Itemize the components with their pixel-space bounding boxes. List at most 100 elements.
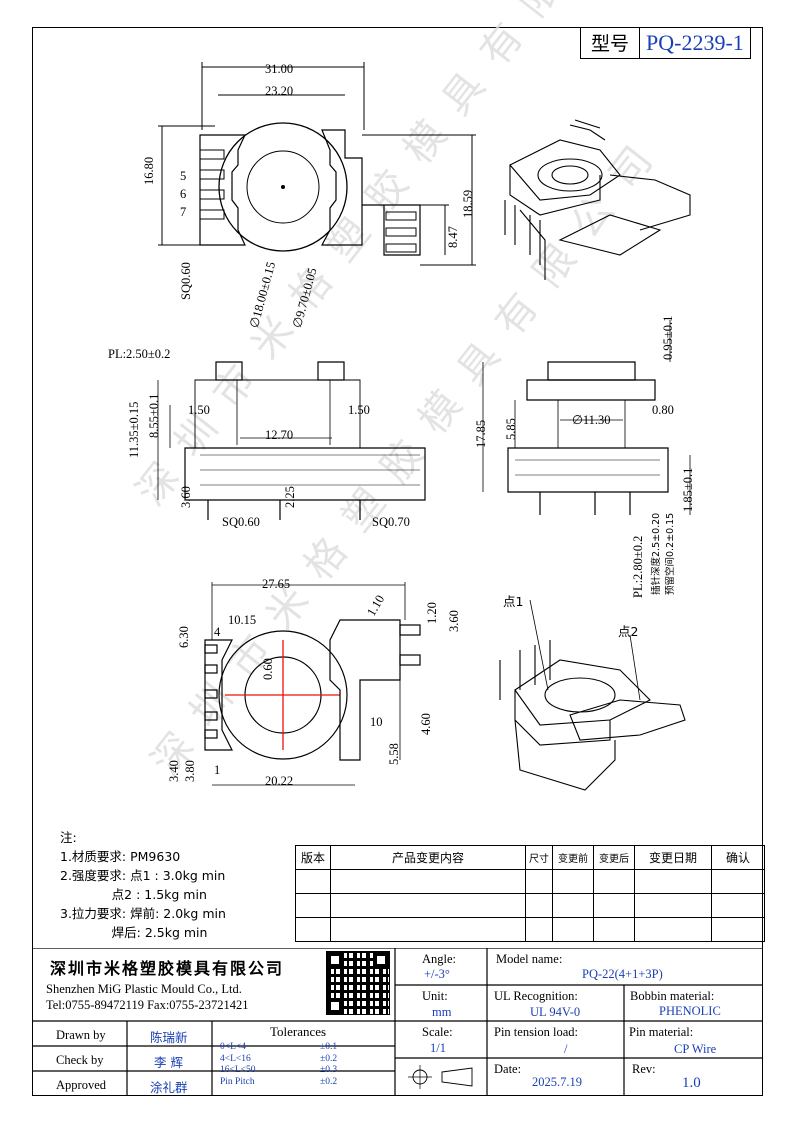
col-before: 变更前 bbox=[552, 845, 594, 870]
dim-18-59: 18.59 bbox=[461, 189, 475, 218]
dim-pl250: PL:2.50±0.2 bbox=[108, 347, 171, 361]
note-reserved-gap: 预留空间0.2±0.15 bbox=[665, 512, 676, 595]
unit-value: mm bbox=[432, 1005, 452, 1019]
check-by-label: Check by bbox=[56, 1053, 104, 1067]
type-label: 型号 bbox=[581, 27, 640, 58]
dim-1-50-right: 1.50 bbox=[348, 403, 370, 417]
dim-0-95: 0.95±0.1 bbox=[661, 315, 675, 360]
drawn-by-value: 陈瑞新 bbox=[150, 1030, 188, 1045]
model-value: PQ-22(4+1+3P) bbox=[582, 967, 663, 981]
dim-sq070-n: SQ0.70 bbox=[372, 515, 410, 529]
note-line-1: 1.材质要求: PM9630 bbox=[60, 849, 181, 864]
revision-row bbox=[295, 893, 765, 918]
bottom-view bbox=[204, 582, 421, 786]
dim-2-25: 2.25 bbox=[283, 486, 297, 508]
drawn-by-label: Drawn by bbox=[56, 1028, 106, 1042]
bobbin-label: Bobbin material: bbox=[630, 989, 715, 1003]
col-version: 版本 bbox=[295, 845, 331, 870]
title-block-grid bbox=[32, 948, 763, 1096]
technical-drawing bbox=[157, 62, 691, 791]
dim-5-58: 5.58 bbox=[387, 743, 401, 765]
dim-8-55: 8.55±0.1 bbox=[147, 393, 161, 438]
date-label: Date: bbox=[494, 1062, 522, 1076]
dim-dia11-30: ∅11.30 bbox=[572, 413, 611, 427]
col-confirm: 确认 bbox=[711, 845, 765, 870]
dim-5-85: 5.85 bbox=[504, 418, 518, 440]
approved-value: 涂礼群 bbox=[150, 1080, 188, 1095]
tol-value-3: ±0.3 bbox=[320, 1065, 338, 1075]
pin-tension-value: / bbox=[564, 1042, 568, 1056]
bobbin-value: PHENOLIC bbox=[659, 1004, 721, 1018]
check-by-value: 李 辉 bbox=[154, 1055, 183, 1070]
tolerance-values: ±0.1 ±0.2 ±0.3 ±0.2 bbox=[320, 1042, 337, 1088]
note-line-5: 焊后: 2.5kg min bbox=[60, 925, 208, 940]
col-change-content: 产品变更内容 bbox=[330, 845, 526, 870]
dim-3-60b: 3.60 bbox=[447, 610, 461, 632]
dim-sq060: SQ0.60 bbox=[179, 262, 193, 300]
point-2-label: 点2 bbox=[618, 624, 639, 639]
qr-code bbox=[326, 951, 390, 1015]
scale-value: 1/1 bbox=[430, 1041, 446, 1055]
pin-6: 6 bbox=[180, 187, 187, 201]
tol-range-1: 0<L<4 bbox=[220, 1042, 247, 1052]
tol-value-4: ±0.2 bbox=[320, 1076, 338, 1087]
note-line-3: 点2 : 1.5kg min bbox=[60, 887, 207, 902]
col-dimension: 尺寸 bbox=[525, 845, 553, 870]
col-after: 变更后 bbox=[593, 845, 635, 870]
revision-row bbox=[295, 917, 765, 942]
revision-table-header: 版本 产品变更内容 尺寸 变更前 变更后 变更日期 确认 bbox=[295, 845, 765, 870]
unit-label: Unit: bbox=[422, 989, 448, 1003]
dim-3-60: 3.60 bbox=[179, 486, 193, 508]
dim-3-80: 3.80 bbox=[183, 760, 197, 782]
angle-label: Angle: bbox=[422, 952, 457, 966]
drawing-frame bbox=[32, 27, 763, 1096]
dim-1-20: 1.20 bbox=[425, 602, 439, 624]
pin-4: 4 bbox=[214, 625, 221, 639]
revision-row bbox=[295, 869, 765, 894]
dim-20-22: 20.22 bbox=[265, 774, 294, 788]
ul-value: UL 94V-0 bbox=[530, 1005, 581, 1019]
tol-value-1: ±0.1 bbox=[320, 1042, 338, 1052]
dim-12-70: 12.70 bbox=[265, 428, 294, 442]
dim-17-85: 17.85 bbox=[474, 419, 488, 448]
col-change-date: 变更日期 bbox=[634, 845, 712, 870]
dim-1-85: 1.85±0.1 bbox=[681, 467, 695, 512]
dim-10-15: 10.15 bbox=[228, 613, 257, 627]
dim-1-50-left: 1.50 bbox=[188, 403, 210, 417]
part-number-box: 型号 PQ-2239-1 bbox=[580, 27, 751, 59]
dim-27-65: 27.65 bbox=[262, 577, 291, 591]
tol-value-2: ±0.2 bbox=[320, 1053, 338, 1064]
scale-label: Scale: bbox=[422, 1025, 453, 1039]
dim-0-80: 0.80 bbox=[652, 403, 674, 417]
dim-sq060-l: SQ0.60 bbox=[222, 515, 260, 529]
dim-0-60: 0.60 bbox=[261, 658, 275, 680]
dim-6-30: 6.30 bbox=[177, 626, 191, 648]
title-block: 深圳市米格塑胶模具有限公司 Shenzhen MiG Plastic Mould… bbox=[32, 948, 763, 1096]
pin-tension-label: Pin tension load: bbox=[494, 1025, 579, 1039]
date-value: 2025.7.19 bbox=[532, 1075, 582, 1089]
pin-5: 5 bbox=[180, 169, 187, 183]
tolerances-title: Tolerances bbox=[270, 1024, 327, 1039]
approved-label: Approved bbox=[56, 1078, 106, 1092]
pin-material-label: Pin material: bbox=[629, 1025, 694, 1039]
note-line-2: 2.强度要求: 点1 : 3.0kg min bbox=[60, 868, 226, 883]
tolerance-ranges: 0<L<4 4<L<16 16<L<50 Pin Pitch bbox=[220, 1042, 256, 1088]
company-name-cn: 深圳市米格塑胶模具有限公司 bbox=[50, 959, 285, 978]
pin-7: 7 bbox=[180, 205, 187, 219]
pin-material-value: CP Wire bbox=[674, 1042, 717, 1056]
point-1-label: 点1 bbox=[503, 594, 524, 609]
dim-11-35: 11.35±0.15 bbox=[127, 401, 141, 458]
tol-range-2: 4<L<16 bbox=[220, 1053, 251, 1064]
rev-value: 1.0 bbox=[682, 1075, 701, 1091]
pin-10: 10 bbox=[370, 715, 383, 729]
notes-title: 注: bbox=[60, 830, 77, 845]
pin-1: 1 bbox=[214, 763, 221, 777]
part-number: PQ-2239-1 bbox=[646, 29, 744, 55]
model-label: Model name: bbox=[496, 952, 563, 966]
note-line-4: 3.拉力要求: 焊前: 2.0kg min bbox=[60, 906, 226, 921]
dim-31: 31.00 bbox=[265, 62, 294, 76]
note-pin-depth: 插针深度2.5±0.20 bbox=[651, 512, 662, 595]
dim-pl280: PL:2.80±0.2 bbox=[631, 535, 645, 598]
iso-view-top bbox=[504, 119, 691, 280]
company-name-en: Shenzhen MiG Plastic Mould Co., Ltd. bbox=[46, 982, 242, 996]
